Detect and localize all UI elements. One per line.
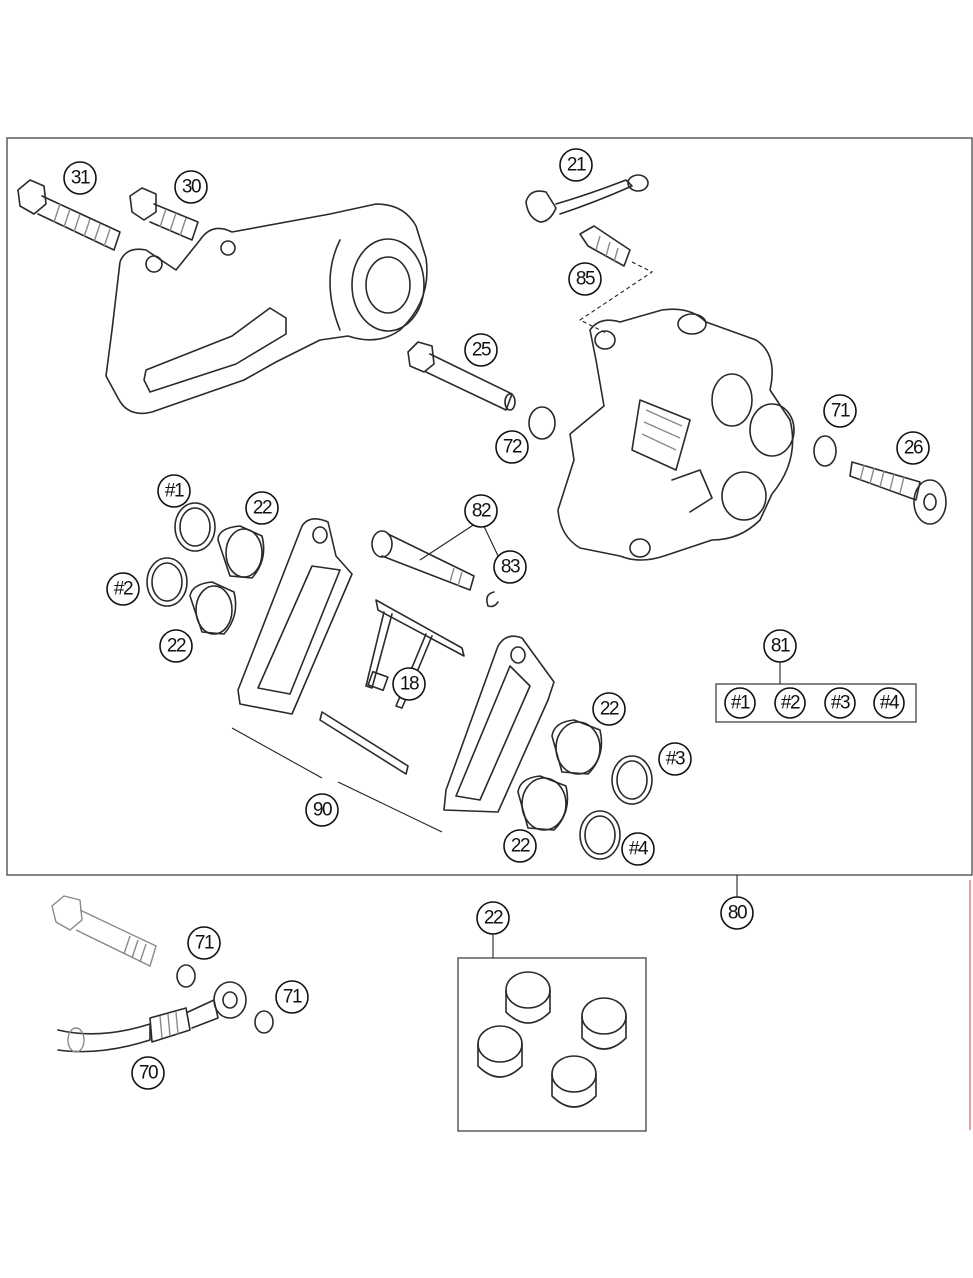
callout-22-upper-left-label: 22 <box>253 498 272 519</box>
washer-71 <box>813 435 837 467</box>
callout-seal-1: #1 <box>157 474 191 508</box>
brake-hose-70 <box>57 981 247 1053</box>
piston-set <box>477 971 627 1108</box>
callout-22-lower-left: 22 <box>159 629 193 663</box>
callout-72: 72 <box>495 430 529 464</box>
callout-22-set-label: 22 <box>484 908 503 929</box>
callout-85-label: 85 <box>576 269 595 290</box>
callout-71-upper-label: 71 <box>831 401 850 422</box>
callout-22-lower-right-label: 22 <box>511 836 530 857</box>
callout-71-lower-a-label: 71 <box>195 933 214 954</box>
callout-31: 31 <box>63 161 97 195</box>
seal-kit-item-2-label: #2 <box>781 693 800 714</box>
callout-71-lower-b: 71 <box>275 980 309 1014</box>
callout-71-upper: 71 <box>823 394 857 428</box>
callout-seal-2: #2 <box>106 572 140 606</box>
brake-pad-right <box>443 635 555 813</box>
seal-kit-item-3: #3 <box>824 687 856 719</box>
callout-81-label: 81 <box>771 636 790 657</box>
callout-22-upper-right-label: 22 <box>600 699 619 720</box>
pin-25 <box>407 341 516 411</box>
callout-22-lower-left-label: 22 <box>167 636 186 657</box>
callout-90-label: 90 <box>313 800 332 821</box>
callout-18-label: 18 <box>400 674 419 695</box>
callout-31-label: 31 <box>71 168 90 189</box>
clip-83 <box>486 591 499 608</box>
callout-85: 85 <box>568 262 602 296</box>
brake-pad-left <box>237 518 353 715</box>
callout-seal-3-label: #3 <box>666 749 685 770</box>
callout-82-label: 82 <box>472 501 491 522</box>
callout-25-label: 25 <box>472 340 491 361</box>
callout-83: 83 <box>493 550 527 584</box>
washer-71-lower-b <box>254 1010 274 1034</box>
callout-82: 82 <box>464 494 498 528</box>
callout-26-label: 26 <box>904 438 923 459</box>
callout-21: 21 <box>559 148 593 182</box>
washer-72 <box>528 406 556 440</box>
caliper-housing <box>557 308 795 561</box>
callout-72-label: 72 <box>503 437 522 458</box>
callout-seal-1-label: #1 <box>165 481 184 502</box>
piston-set-frame <box>457 957 647 1132</box>
callout-70-label: 70 <box>139 1063 158 1084</box>
callout-22-set: 22 <box>476 901 510 935</box>
callout-80: 80 <box>720 896 754 930</box>
bleeder-valve-85 <box>579 225 631 267</box>
seal-3-right-inner <box>616 760 648 800</box>
piston-lower-right <box>517 775 569 831</box>
callout-30: 30 <box>174 170 208 204</box>
callout-seal-3: #3 <box>658 742 692 776</box>
callout-seal-4-label: #4 <box>629 839 649 860</box>
callout-22-upper-right: 22 <box>592 692 626 726</box>
callout-90: 90 <box>305 793 339 827</box>
seal-kit-item-1: #1 <box>724 687 756 719</box>
callout-22-lower-right: 22 <box>503 829 537 863</box>
seal-2-left <box>146 557 188 607</box>
seal-kit-item-2: #2 <box>774 687 806 719</box>
callout-30-label: 30 <box>182 177 201 198</box>
washer-71-lower-a <box>176 964 196 988</box>
seal-1-left-inner <box>179 507 211 547</box>
callout-26: 26 <box>896 431 930 465</box>
callout-22-upper-left: 22 <box>245 491 279 525</box>
callout-81: 81 <box>763 629 797 663</box>
bolt-31 <box>17 179 121 251</box>
seal-2-left-inner <box>151 562 183 602</box>
piston-upper-left <box>217 525 265 579</box>
callout-70: 70 <box>131 1056 165 1090</box>
callout-seal-2-label: #2 <box>114 579 133 600</box>
seal-kit-item-1-label: #1 <box>731 693 750 714</box>
seal-kit-box <box>715 683 917 723</box>
callout-25: 25 <box>464 333 498 367</box>
callout-80-label: 80 <box>728 903 747 924</box>
callout-21-label: 21 <box>567 155 586 176</box>
seal-3-right <box>611 755 653 805</box>
callout-18: 18 <box>392 667 426 701</box>
bolt-26 <box>849 461 947 525</box>
seal-4-right <box>579 810 621 860</box>
callout-71-lower-a: 71 <box>187 926 221 960</box>
callout-83-label: 83 <box>501 557 520 578</box>
caliper-kit-frame <box>6 137 973 876</box>
pad-pin-82 <box>371 530 475 591</box>
pad-spring-18 <box>319 599 465 775</box>
piston-upper-right <box>551 719 603 775</box>
seal-kit-item-4-label: #4 <box>880 693 900 714</box>
seal-kit-item-4: #4 <box>873 687 905 719</box>
banjo-bolt <box>51 895 157 967</box>
caliper-bracket <box>105 203 428 415</box>
seal-4-right-inner <box>584 815 616 855</box>
bleeder-cap-21 <box>525 174 649 223</box>
callout-seal-4: #4 <box>621 832 655 866</box>
seal-1-left <box>174 502 216 552</box>
bolt-30 <box>129 187 199 241</box>
callout-71-lower-b-label: 71 <box>283 987 302 1008</box>
piston-lower-left <box>189 581 237 635</box>
seal-kit-item-3-label: #3 <box>831 693 850 714</box>
